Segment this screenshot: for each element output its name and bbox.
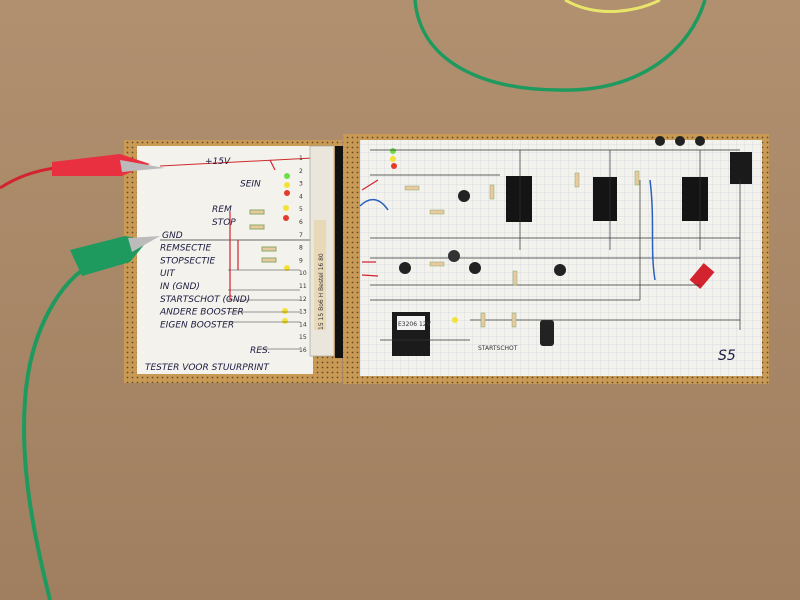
transistor-1 xyxy=(655,136,665,146)
relay-text: E3206 12V xyxy=(398,321,432,328)
connector-label-strip xyxy=(314,220,326,330)
signal-label: ANDERE BOOSTER xyxy=(159,308,244,318)
red-lead-wire xyxy=(0,166,56,190)
wire-green-top xyxy=(413,0,707,92)
green-lead-wire xyxy=(22,260,96,600)
board-label: S5 xyxy=(718,348,736,364)
signal-labels: SEIN REM STOP REMSECTIE STOPSECTIE UIT IN (GND… xyxy=(159,180,271,356)
signal-label: STOP xyxy=(212,218,236,228)
transistor-2 xyxy=(675,136,685,146)
pin-number: 2 xyxy=(299,168,303,175)
led-sein-yellow xyxy=(284,182,290,188)
pin-number: 12 xyxy=(299,296,307,303)
pin-number: 4 xyxy=(299,193,303,200)
pin-number: 8 xyxy=(299,245,303,252)
led-top-yellow xyxy=(390,156,396,162)
test-leads xyxy=(0,154,165,600)
connector-strip-text: 15 15 Bo6 H Bestel 16 80 xyxy=(318,253,325,330)
pin-number: 7 xyxy=(299,232,303,239)
blue-wires xyxy=(359,179,656,281)
red-clip-jaw xyxy=(120,160,165,172)
right-resistors xyxy=(404,170,640,328)
signal-label: UIT xyxy=(160,269,176,279)
right-controller-board: E3206 12V xyxy=(343,134,769,384)
pin-number: 6 xyxy=(299,219,303,226)
signal-label: IN (GND) xyxy=(160,282,200,292)
pin-number: 10 xyxy=(299,270,307,277)
pin-number: 3 xyxy=(299,181,303,188)
wire-yellow-top xyxy=(564,0,661,13)
capacitor-small-1 xyxy=(458,190,470,202)
supply-label: +15V xyxy=(205,157,231,167)
transistor-3 xyxy=(695,136,705,146)
ic-chip-2 xyxy=(593,177,617,221)
left-resistors xyxy=(249,209,277,263)
right-red-wires xyxy=(361,179,379,277)
signal-label: STOPSECTIE xyxy=(160,256,216,266)
transistor-5 xyxy=(469,262,481,274)
sub-label: STARTSCHOT xyxy=(478,345,518,352)
transistor-4 xyxy=(399,262,411,274)
signal-label: STARTSCHOT (GND) xyxy=(160,295,250,305)
pin-number: 1 xyxy=(299,155,303,162)
signal-label: REM xyxy=(212,205,232,215)
pin-number: 16 xyxy=(299,347,307,354)
signal-label: REMSECTIE xyxy=(160,244,212,254)
led-sein-red xyxy=(284,190,290,196)
signal-label: SEIN xyxy=(240,180,261,190)
led-uit-yellow xyxy=(284,265,290,271)
pin-number: 13 xyxy=(299,309,307,316)
capacitor-electrolytic xyxy=(540,320,554,346)
footer-label: TESTER VOOR STUURPRINT xyxy=(145,363,270,373)
led-top-green xyxy=(390,148,396,154)
left-hook-lines xyxy=(228,269,300,350)
pin-number: 9 xyxy=(299,257,303,264)
led-sein-green xyxy=(284,173,290,179)
capacitor-small-2 xyxy=(448,250,460,262)
supply-rail-line xyxy=(159,157,314,167)
left-tester-board: +15V GND SEIN REM STOP REMSECTIE STOPSECTIE U… xyxy=(124,140,342,383)
left-paper-overlay xyxy=(137,146,313,374)
led-top-red xyxy=(391,163,397,169)
led-rem-yellow xyxy=(283,205,289,211)
green-clip-jaw xyxy=(128,236,160,252)
green-clip xyxy=(70,236,148,276)
led-andere-yellow xyxy=(282,308,288,314)
pin-number: 11 xyxy=(299,283,307,290)
signal-label: RES. xyxy=(250,346,271,356)
pin-number: 5 xyxy=(299,206,303,213)
transistor-6 xyxy=(554,264,566,276)
pin-number: 15 xyxy=(299,334,307,341)
pin-number: 14 xyxy=(299,321,307,328)
right-wiring xyxy=(370,149,741,341)
led-bottom-yellow xyxy=(452,317,458,323)
ground-label: GND xyxy=(162,231,183,241)
signal-label: EIGEN BOOSTER xyxy=(160,320,234,330)
left-red-wires xyxy=(229,159,276,300)
led-eigen-yellow xyxy=(282,318,288,324)
ic-chip-3 xyxy=(682,177,708,221)
led-stop-red xyxy=(283,215,289,221)
ic-chip-1 xyxy=(506,176,532,222)
red-jumper-part xyxy=(689,263,715,289)
output-screw-terminal xyxy=(730,152,752,184)
